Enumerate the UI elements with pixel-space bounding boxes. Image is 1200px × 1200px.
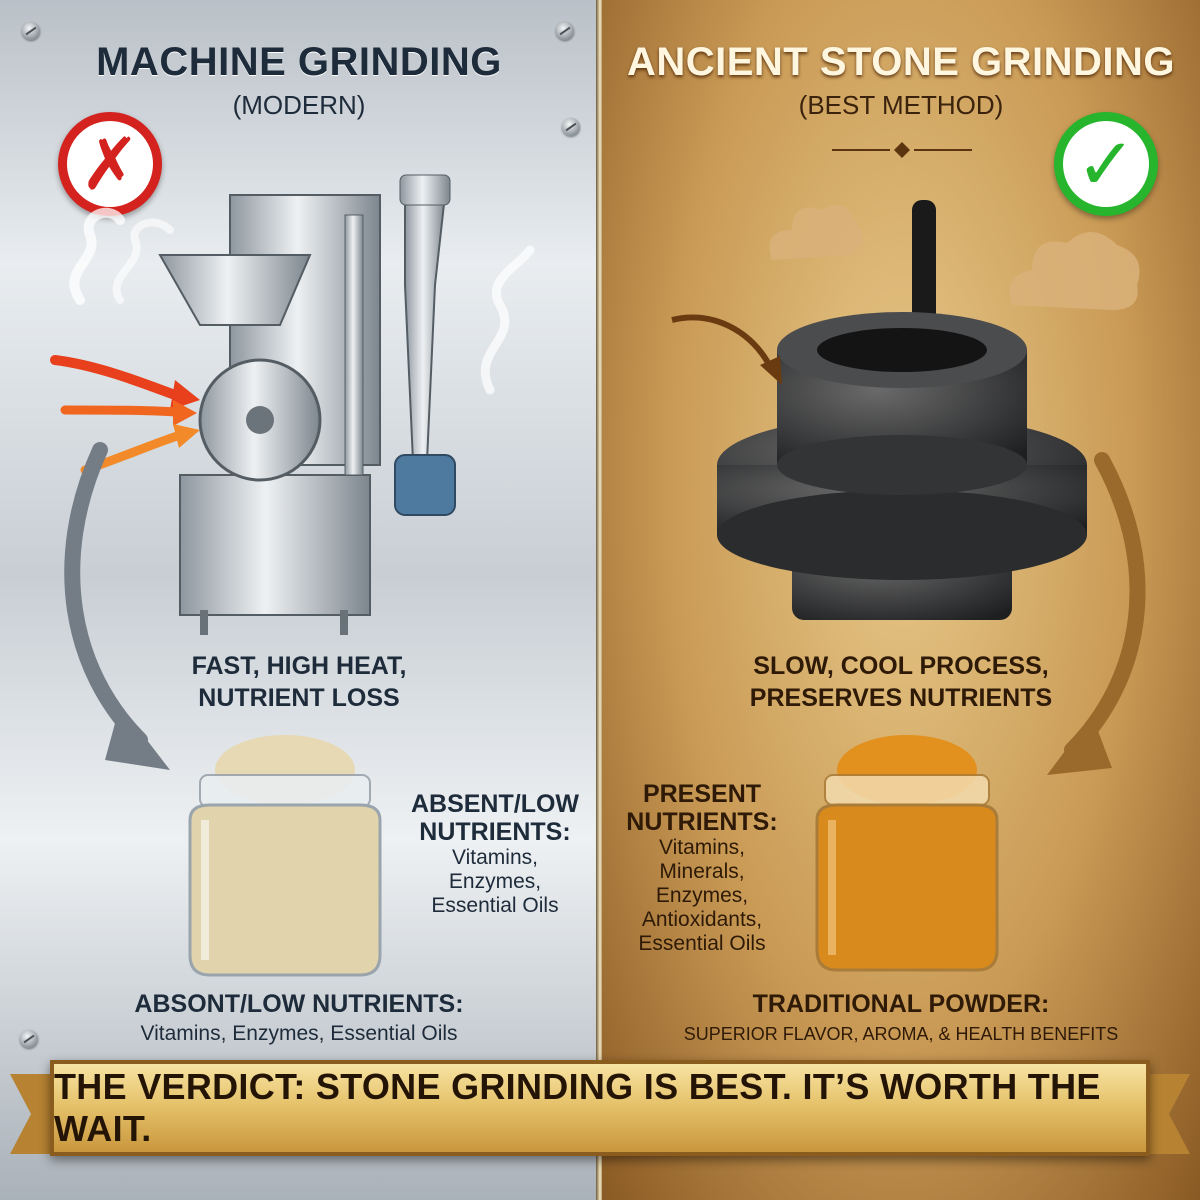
machine-caption-line-2: NUTRIENT LOSS <box>198 684 400 712</box>
stone-mill-icon <box>717 200 1087 620</box>
verdict-text: THE VERDICT: STONE GRINDING IS BEST. IT’… <box>54 1066 1101 1149</box>
machine-nutrients: ABSENT/LOW NUTRIENTS: Vitamins, Enzymes,… <box>400 790 590 918</box>
stone-bottom-heading: TRADITIONAL POWDER: <box>752 990 1050 1018</box>
panel-divider <box>596 0 604 1200</box>
check-mark-icon: ✓ <box>1054 112 1158 216</box>
machine-nutrient-item: Vitamins, <box>452 846 538 869</box>
steam-icon <box>769 205 864 260</box>
screw-icon <box>562 118 580 136</box>
stone-nutrient-item: Enzymes, <box>655 884 749 907</box>
machine-panel: MACHINE GRINDING (MODERN) ✗ <box>0 0 598 1200</box>
machine-nutrients-head-2: NUTRIENTS: <box>419 818 571 846</box>
spice-jar-icon <box>815 735 999 972</box>
machine-bottom-subtext: Vitamins, Enzymes, Essential Oils <box>140 1022 458 1045</box>
screw-icon <box>22 22 40 40</box>
stone-panel: ANCIENT STONE GRINDING (BEST METHOD) ✓ <box>602 0 1200 1200</box>
stone-nutrients: PRESENT NUTRIENTS: Vitamins, Minerals, E… <box>612 780 792 956</box>
grinder-machine-icon <box>158 174 456 635</box>
stone-bottom-subtext: SUPERIOR FLAVOR, AROMA, & HEALTH BENEFIT… <box>683 1024 1119 1044</box>
steam-icon <box>480 245 535 395</box>
stone-nutrient-item: Minerals, <box>659 860 745 883</box>
machine-nutrient-item: Enzymes, <box>448 870 542 893</box>
stone-subtitle: (BEST METHOD) <box>798 90 1004 120</box>
diamond-ornament-icon <box>832 142 972 158</box>
machine-subtitle: (MODERN) <box>232 90 366 120</box>
down-arrow-icon <box>64 442 170 770</box>
stone-title: ANCIENT STONE GRINDING <box>626 40 1176 84</box>
steam-icon <box>1009 231 1140 310</box>
stone-caption-line-1: SLOW, COOL PROCESS, <box>753 652 1049 680</box>
motion-arrow-icon <box>671 314 782 385</box>
powder-jar-icon <box>188 735 382 977</box>
stone-nutrients-head-1: PRESENT <box>642 780 762 808</box>
verdict-banner: THE VERDICT: STONE GRINDING IS BEST. IT’… <box>50 1060 1150 1156</box>
screw-icon <box>556 22 574 40</box>
machine-caption-line-1: FAST, HIGH HEAT, <box>191 652 407 680</box>
machine-title: MACHINE GRINDING <box>96 40 502 84</box>
machine-caption: FAST, HIGH HEAT, NUTRIENT LOSS <box>0 650 598 714</box>
stone-nutrients-head-2: NUTRIENTS: <box>626 808 778 836</box>
down-arrow-icon <box>1047 452 1146 775</box>
machine-bottom-heading: ABSONT/LOW NUTRIENTS: <box>134 990 464 1018</box>
steam-icon <box>69 207 174 305</box>
stone-caption-line-2: PRESERVES NUTRIENTS <box>749 684 1053 712</box>
screw-icon <box>20 1030 38 1048</box>
stone-nutrient-item: Vitamins, <box>659 836 745 859</box>
stone-nutrient-item: Essential Oils <box>638 932 766 955</box>
stone-nutrient-item: Antioxidants, <box>641 908 763 931</box>
machine-nutrient-item: Essential Oils <box>431 894 559 917</box>
stone-caption: SLOW, COOL PROCESS, PRESERVES NUTRIENTS <box>602 650 1200 714</box>
machine-nutrients-head-1: ABSENT/LOW <box>410 790 580 818</box>
